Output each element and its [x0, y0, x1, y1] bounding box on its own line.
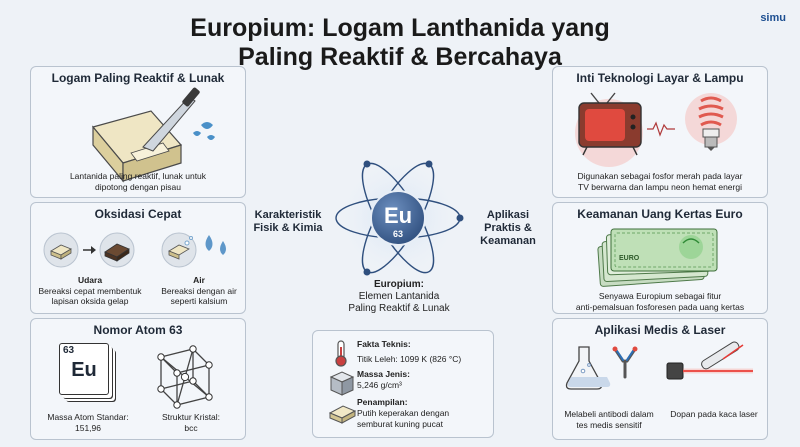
density-value: 5,246 g/cm³ — [357, 380, 402, 390]
card-title: Logam Paling Reaktif & Lunak — [51, 71, 225, 85]
fact-appearance: Penampilan: Putih keperakan dengan sembu… — [357, 397, 449, 430]
atom-number: 63 — [392, 229, 403, 239]
caption-line: Dopan pada kaca laser — [670, 409, 758, 419]
caption-line: TV berwarna dan lampu neon hemat energi — [578, 181, 742, 192]
air-label: Air — [193, 275, 205, 285]
density-label: Massa Jenis: — [357, 369, 410, 379]
appearance-label: Penampilan: — [357, 397, 408, 407]
laser-rod-icon — [666, 341, 753, 380]
air-desc-line: seperti kalsium — [170, 296, 228, 306]
udara-desc-line: lapisan oksida gelap — [51, 296, 129, 306]
label-line: Aplikasi — [486, 209, 530, 221]
card-title: Inti Teknologi Layar & Lampu — [576, 71, 744, 85]
cube-icon — [329, 371, 355, 396]
cfl-lamp-icon — [685, 93, 737, 151]
melting-point: Titik Leleh: 1099 K (826 °C) — [357, 354, 462, 364]
summary-line: Paling Reaktif & Lunak — [348, 303, 450, 314]
card-euro-banknote: Keamanan Uang Kertas Euro EURO Senyawa E… — [552, 202, 768, 314]
card-caption: Digunakan sebagai fosfor merah pada laya… — [559, 171, 761, 192]
oxidation-air-icon — [43, 232, 135, 268]
card-title: Nomor Atom 63 — [93, 323, 183, 337]
oxidation-water-icon — [161, 232, 226, 268]
label-physical-chemical: Karakteristik Fisik & Kimia — [246, 209, 330, 235]
crystal-value: bcc — [184, 422, 198, 433]
card-technical-facts: Fakta Teknis: Titik Leleh: 1099 K (826 °… — [312, 330, 494, 438]
facts-title: Fakta Teknis: — [357, 339, 411, 349]
flask-antibody-icon — [565, 346, 638, 390]
page-title: Europium: Logam Lanthanida yang Paling R… — [0, 14, 800, 72]
card-atomic-number: Nomor Atom 63 63 Eu Massa Atom Standar: … — [30, 318, 246, 440]
label-line: Fisik & Kimia — [253, 222, 323, 234]
label-line: Praktis & — [484, 222, 532, 234]
label-applications: Aplikasi Praktis & Keamanan — [466, 209, 550, 248]
medis-caption: Melabeli antibodi dalam tes medis sensit… — [555, 409, 663, 430]
caption-line: Melabeli antibodi dalam — [564, 409, 654, 419]
caption-line: Lantanida paling reaktif, lunak untuk — [69, 171, 207, 181]
appearance-line: Putih keperakan dengan — [357, 408, 450, 418]
ingot-icon — [328, 405, 357, 424]
card-caption: Lantanida paling reaktif, lunak untuk di… — [41, 171, 235, 192]
thermometer-icon — [335, 340, 347, 367]
laser-caption: Dopan pada kaca laser — [661, 409, 767, 420]
air-desc-line: Bereaksi dengan air — [161, 285, 237, 296]
simu-logo: simu — [760, 12, 786, 24]
card-title: Aplikasi Medis & Laser — [594, 323, 726, 337]
card-reactive-soft: Logam Paling Reaktif & Lunak Lantanida p… — [30, 66, 246, 198]
title-line-2: Paling Reaktif & Bercahaya — [238, 43, 562, 71]
card-display-lamp: Inti Teknologi Layar & Lampu Digunakan s… — [552, 66, 768, 198]
card-caption: Senyawa Europium sebagai fitur anti-pema… — [559, 291, 761, 312]
caption-line: anti-pemalsuan fosforesen pada uang kert… — [575, 301, 745, 312]
atom-symbol: Eu — [383, 203, 413, 228]
caption-line: tes medis sensitif — [576, 419, 642, 430]
crystal-info: Struktur Kristal: bcc — [141, 412, 241, 433]
summary-title: Europium: — [374, 279, 424, 290]
title-line-1: Europium: Logam Lanthanida yang — [190, 14, 610, 42]
caption-line: Senyawa Europium sebagai fitur — [598, 291, 722, 301]
fact-melting: Fakta Teknis: Titik Leleh: 1099 K (826 °… — [357, 339, 461, 365]
metal-block-knife-icon — [91, 87, 215, 183]
card-medical-laser: Aplikasi Medis & Laser Melabeli antibodi… — [552, 318, 768, 440]
label-line: Karakteristik — [254, 209, 322, 221]
fact-density: Massa Jenis: 5,246 g/cm³ — [357, 369, 410, 391]
caption-line: Digunakan sebagai fosfor merah pada laya… — [577, 171, 743, 181]
label-line: Keamanan — [480, 235, 536, 247]
card-title: Oksidasi Cepat — [94, 207, 182, 221]
card-title: Keamanan Uang Kertas Euro — [577, 207, 743, 221]
banknote-text: EURO — [619, 255, 640, 262]
tile-number: 63 — [63, 345, 75, 356]
card-oxidation: Oksidasi Cepat Udara Bereaksi cepat memb… — [30, 202, 246, 314]
element-tile: 63 Eu — [59, 343, 109, 395]
udara-desc: Udara Bereaksi cepat membentuk lapisan o… — [35, 275, 145, 307]
bcc-crystal-icon — [157, 345, 213, 409]
air-desc: Air Bereaksi dengan air seperti kalsium — [151, 275, 247, 307]
appearance-line: semburat kuning pucat — [357, 419, 443, 429]
tv-icon — [575, 92, 675, 167]
udara-desc-line: Bereaksi cepat membentuk — [38, 285, 142, 296]
mass-value: 151,96 — [75, 422, 101, 433]
banknote-stack-icon — [597, 228, 718, 287]
crystal-label: Struktur Kristal: — [161, 412, 221, 422]
tile-symbol: Eu — [71, 359, 97, 381]
mass-info: Massa Atom Standar: 151,96 — [33, 412, 143, 433]
summary-line: Elemen Lantanida — [358, 291, 440, 302]
udara-label: Udara — [77, 275, 103, 285]
mass-label: Massa Atom Standar: — [47, 412, 129, 422]
europium-summary: Europium: Elemen Lantanida Paling Reakti… — [320, 279, 478, 315]
caption-line: dipotong dengan pisau — [94, 181, 182, 192]
